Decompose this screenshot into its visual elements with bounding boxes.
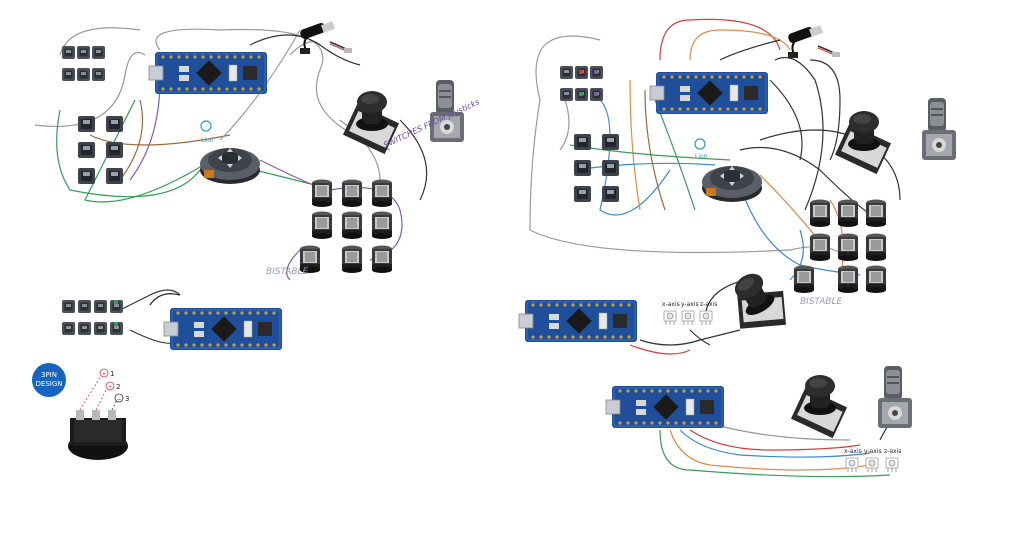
axis-label-lower-y: y-axis [864,448,882,455]
axis-label-upper-z: z-axis [700,301,717,308]
annotation-bistable-right: BISTABLE [800,297,843,307]
svg-text:−: − [116,396,121,403]
arduino-nano-board-right-top [649,71,769,115]
thumb-joystick-right-mid [718,262,799,346]
hat-logo-text-right: Lion [695,153,708,160]
thumb-joystick-right-bottom [790,375,848,439]
badge-text-line1: 3PIN [41,371,57,379]
logo-icon-right: Lion [694,138,708,160]
rocker-switch-group-left-top [62,46,105,81]
svg-text:+: + [107,384,112,391]
pin-label-3: 3 [125,395,129,403]
arduino-nano-board-right-mid [518,299,638,343]
axis-label-upper-y: y-axis [681,301,699,308]
arduino-nano-board-left-top [148,51,268,95]
arduino-nano-board-left-bottom [163,307,283,351]
gimbal-joystick-right-bottom [878,366,912,428]
dc-jack-right [786,24,841,59]
right-wires [529,18,901,478]
three-pin-design-badge: 3PIN DESIGN [32,363,66,397]
axis-pots-lower: x-axis y-axis z-axis [844,448,901,473]
rocker-switch-group-right-top [560,66,603,101]
rocker-switch-group-left-bottom [62,300,123,335]
bistable-switch-group-left [300,179,392,273]
axis-pots-upper: x-axis y-axis z-axis [662,301,717,326]
rocker-switch-illustration: + + − 1 2 3 [68,368,129,460]
hat-switch-left [200,148,260,184]
svg-text:+: + [101,371,106,378]
pin-label-1: 1 [110,370,114,378]
gimbal-joystick-right-top [922,98,956,160]
bistable-switch-group-right [794,199,886,293]
axis-label-lower-z: z-axis [884,448,901,455]
hat-switch-right [702,166,762,202]
axis-label-lower-x: x-axis [844,448,862,455]
logo-icon-left: Lion [200,120,214,144]
rocker-switch-group-right-mid [574,134,619,202]
left-wires [34,27,428,344]
hat-logo-text-left: Lion [201,137,214,144]
rocker-switch-group-left-mid [78,116,123,184]
annotation-bistable-left: BISTABLE [266,267,309,277]
axis-label-upper-x: x-axis [662,301,680,308]
thumb-joystick-right-top [834,111,892,175]
pin-label-2: 2 [116,383,120,391]
badge-text-line2: DESIGN [36,380,63,388]
arduino-nano-board-right-bottom [605,385,725,429]
